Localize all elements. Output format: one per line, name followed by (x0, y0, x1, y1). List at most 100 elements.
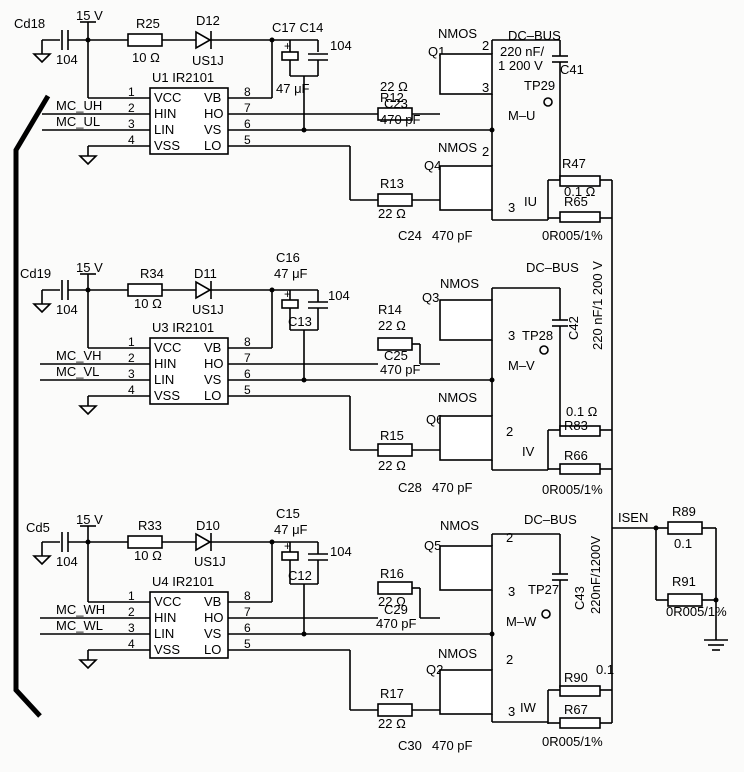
r25-value: 10 Ω (132, 50, 160, 65)
r66-value: 0R005/1% (542, 482, 603, 497)
tp27-label: TP27 (528, 582, 559, 597)
c43-label: C43 (572, 586, 587, 610)
cd18-label: Cd18 (14, 16, 45, 31)
signal-bus (13, 94, 51, 718)
mosfet-q1 (439, 53, 493, 95)
u3-pin-ho: HO (204, 356, 224, 371)
node-m-w: M–W (506, 614, 537, 629)
mosfet-q4 (439, 165, 493, 211)
c24-label: C24 (398, 228, 422, 243)
r14-value: 22 Ω (378, 318, 406, 333)
u4-pin-lin: LIN (154, 626, 174, 641)
c16-plus: + (284, 287, 291, 301)
q6-type: NMOS (438, 390, 477, 405)
r67-value: 0R005/1% (542, 734, 603, 749)
junction (489, 631, 495, 637)
r91-value: 0R005/1% (666, 604, 727, 619)
q6-pin2: 2 (506, 424, 513, 439)
c16-value: 47 μF (274, 266, 308, 281)
r15-value: 22 Ω (378, 458, 406, 473)
u1-pin-ho: HO (204, 106, 224, 121)
c17-plus: + (284, 39, 291, 53)
c29-value: 470 pF (376, 616, 417, 631)
u3-n8: 8 (244, 335, 251, 349)
c42-label: C42 (566, 316, 581, 340)
u4-pin-vb: VB (204, 594, 221, 609)
mc-vh-label: MC_VH (56, 348, 102, 363)
c13-value: 104 (328, 288, 350, 303)
ground-symbol-6 (78, 659, 98, 670)
r12-label: R12 (380, 90, 404, 105)
u3-n3: 3 (128, 367, 135, 381)
q3-label: Q3 (422, 290, 439, 305)
r12-value: 22 Ω (380, 79, 408, 94)
u4-pin-vs: VS (204, 626, 222, 641)
resistor-r33 (127, 535, 163, 549)
r14-label: R14 (378, 302, 402, 317)
q2-pin3: 3 (508, 704, 515, 719)
dc-bus-label-2: DC–BUS (526, 260, 579, 275)
q4-label: Q4 (424, 158, 441, 173)
mc-wl-label: MC_WL (56, 618, 103, 633)
r16-value: 22 Ω (378, 594, 406, 609)
resistor-r17 (377, 703, 413, 717)
c24-value: 470 pF (432, 228, 473, 243)
resistor-r89 (667, 521, 703, 535)
c42-value: 220 nF/1 200 V (590, 261, 605, 350)
ground-symbol-5 (32, 555, 52, 566)
u1-n2: 2 (128, 101, 135, 115)
r33-value: 10 Ω (134, 548, 162, 563)
tp28-label: TP28 (522, 328, 553, 343)
ground-symbol-1 (32, 53, 52, 64)
ground-symbol-3 (32, 303, 52, 314)
r89-label: R89 (672, 504, 696, 519)
dc-bus-label-3: DC–BUS (524, 512, 577, 527)
r65-value: 0R005/1% (542, 228, 603, 243)
c16-label: C16 (276, 250, 300, 265)
tp29-label: TP29 (524, 78, 555, 93)
c25-label: C25 (384, 348, 408, 363)
u1-pin-vs: VS (204, 122, 222, 137)
r90-value: 0.1 (596, 662, 614, 677)
u1-n8: 8 (244, 85, 251, 99)
u4-pin-lo: LO (204, 642, 221, 657)
q1-type: NMOS (438, 26, 477, 41)
ic-u4 (149, 591, 229, 659)
junction (301, 377, 307, 383)
u1-pin-lo: LO (204, 138, 221, 153)
r13-value: 22 Ω (378, 206, 406, 221)
resistor-r67 (559, 717, 601, 729)
junction (713, 597, 719, 603)
vcc-15v-label-2: 15 V (76, 260, 103, 275)
resistor-r66 (559, 463, 601, 475)
r34-label: R34 (140, 266, 164, 281)
r47-value: 0.1 Ω (564, 184, 596, 199)
d12-part: US1J (192, 53, 224, 68)
u4-n7: 7 (244, 605, 251, 619)
c14-value: 104 (330, 38, 352, 53)
q5-label: Q5 (424, 538, 441, 553)
resistor-r15 (377, 443, 413, 457)
iv-label: IV (522, 444, 535, 459)
u1-n6: 6 (244, 117, 251, 131)
r34-value: 10 Ω (134, 296, 162, 311)
u3-pin-vcc: VCC (154, 340, 181, 355)
u1-n3: 3 (128, 117, 135, 131)
u4-n8: 8 (244, 589, 251, 603)
resistor-r65 (559, 211, 601, 223)
r65-label: R65 (564, 194, 588, 209)
vcc-15v-label-1: 15 V (76, 8, 103, 23)
u1-pin-lin: LIN (154, 122, 174, 137)
q4-type: NMOS (438, 140, 477, 155)
r67-label: R67 (564, 702, 588, 717)
d11-label: D11 (194, 266, 217, 281)
iu-label: IU (524, 194, 537, 209)
c41-label: C41 (560, 62, 584, 77)
cd19-value: 104 (56, 302, 78, 317)
dc-bus-label-1: DC–BUS (508, 28, 561, 43)
test-point-tp27 (541, 609, 551, 619)
c30-value: 470 pF (432, 738, 473, 753)
phase-w-driver: Cd5 104 15 V R33 10 Ω D10 US1J C15 47 μF… (26, 506, 614, 753)
u3-pin-hin: HIN (154, 356, 176, 371)
resistor-r13 (377, 193, 413, 207)
